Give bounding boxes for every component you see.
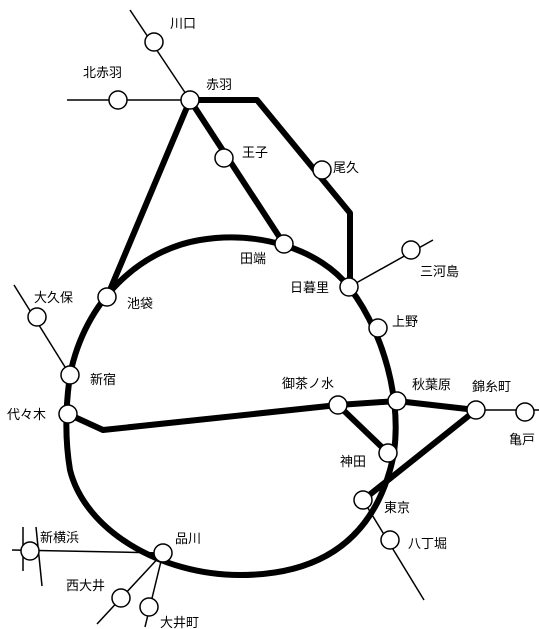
label-kameido: 亀戸 <box>509 433 535 448</box>
label-tokyo: 東京 <box>384 500 410 516</box>
station-ochanomizu-marker[interactable] <box>328 395 348 415</box>
thick-main-lines <box>63 97 479 578</box>
label-ochanomizu: 御茶ノ水 <box>282 376 334 392</box>
loop-line <box>63 234 399 578</box>
station-shinjuku-marker[interactable] <box>60 365 80 385</box>
station-shinagawa-marker[interactable] <box>153 543 173 563</box>
label-kawaguchi: 川口 <box>170 17 196 32</box>
line-yoyogi-kinshicho <box>65 398 479 433</box>
station-nippori-marker[interactable] <box>339 277 359 297</box>
branch-ookubo-shinjuku <box>13 284 71 376</box>
label-tabata: 田端 <box>240 252 266 267</box>
line-ochanomizu-kanda <box>335 402 391 456</box>
label-shinjuku: 新宿 <box>90 372 116 388</box>
station-yoyogi-marker[interactable] <box>58 404 78 424</box>
label-oimachi: 大井町 <box>160 616 199 629</box>
label-akihabara: 秋葉原 <box>412 378 451 393</box>
branch-kawaguchi-akabane <box>129 9 191 101</box>
label-nippori: 日暮里 <box>290 281 329 296</box>
station-labels: 川口 北赤羽 赤羽 王子 尾久 田端 三河島 日暮里 大久保 池袋 上野 新宿 … <box>7 17 535 629</box>
label-akabane: 赤羽 <box>206 78 232 93</box>
label-hatchobori: 八丁堀 <box>408 537 447 552</box>
station-tokyo-marker[interactable] <box>353 490 373 510</box>
station-kinshicho-marker[interactable] <box>466 400 486 420</box>
line-akabane-ikebukuro <box>104 97 193 300</box>
line-kinshicho-tokyo <box>360 407 479 503</box>
station-ookubo-marker[interactable] <box>27 307 47 327</box>
station-akabane-marker[interactable] <box>180 90 200 110</box>
branch-tokyo-hatchobori <box>362 499 425 601</box>
station-ueno-marker[interactable] <box>368 318 388 338</box>
branch-shinagawa-nishioi <box>96 552 164 625</box>
station-kitaakabane-marker[interactable] <box>108 90 128 110</box>
station-oji-marker[interactable] <box>214 148 234 168</box>
station-oku-marker[interactable] <box>312 160 332 180</box>
station-kanda-marker[interactable] <box>378 443 398 463</box>
station-ikebukuro-marker[interactable] <box>97 287 117 307</box>
station-mikawashima-marker[interactable] <box>401 240 421 260</box>
label-nishioi: 西大井 <box>66 579 105 594</box>
label-kanda: 神田 <box>340 455 366 470</box>
station-kawaguchi-marker[interactable] <box>144 32 164 52</box>
line-akabane-oji-tabata <box>187 97 287 247</box>
label-mikawashima: 三河島 <box>420 265 459 280</box>
label-oji: 王子 <box>242 146 268 161</box>
label-ueno: 上野 <box>392 315 418 330</box>
station-oimachi-marker[interactable] <box>139 597 159 617</box>
station-tabata-marker[interactable] <box>274 234 294 254</box>
label-ikebukuro: 池袋 <box>127 297 153 312</box>
label-kitaakabane: 北赤羽 <box>83 66 122 81</box>
label-yoyogi: 代々木 <box>7 408 46 423</box>
label-oku: 尾久 <box>333 161 359 176</box>
label-kinshicho: 錦糸町 <box>472 379 511 395</box>
station-shinyokohama-marker[interactable] <box>20 541 40 561</box>
station-hatchobori-marker[interactable] <box>380 530 400 550</box>
station-akihabara-marker[interactable] <box>387 391 407 411</box>
label-shinyokohama: 新横浜 <box>40 530 79 546</box>
label-shinagawa: 品川 <box>175 532 201 547</box>
tick-shinyokohama-2 <box>35 526 43 587</box>
line-akabane-oku-nippori <box>187 97 353 290</box>
label-ookubo: 大久保 <box>34 291 73 306</box>
station-markers <box>20 32 535 617</box>
station-nishioi-marker[interactable] <box>111 588 131 608</box>
station-kameido-marker[interactable] <box>515 402 535 422</box>
